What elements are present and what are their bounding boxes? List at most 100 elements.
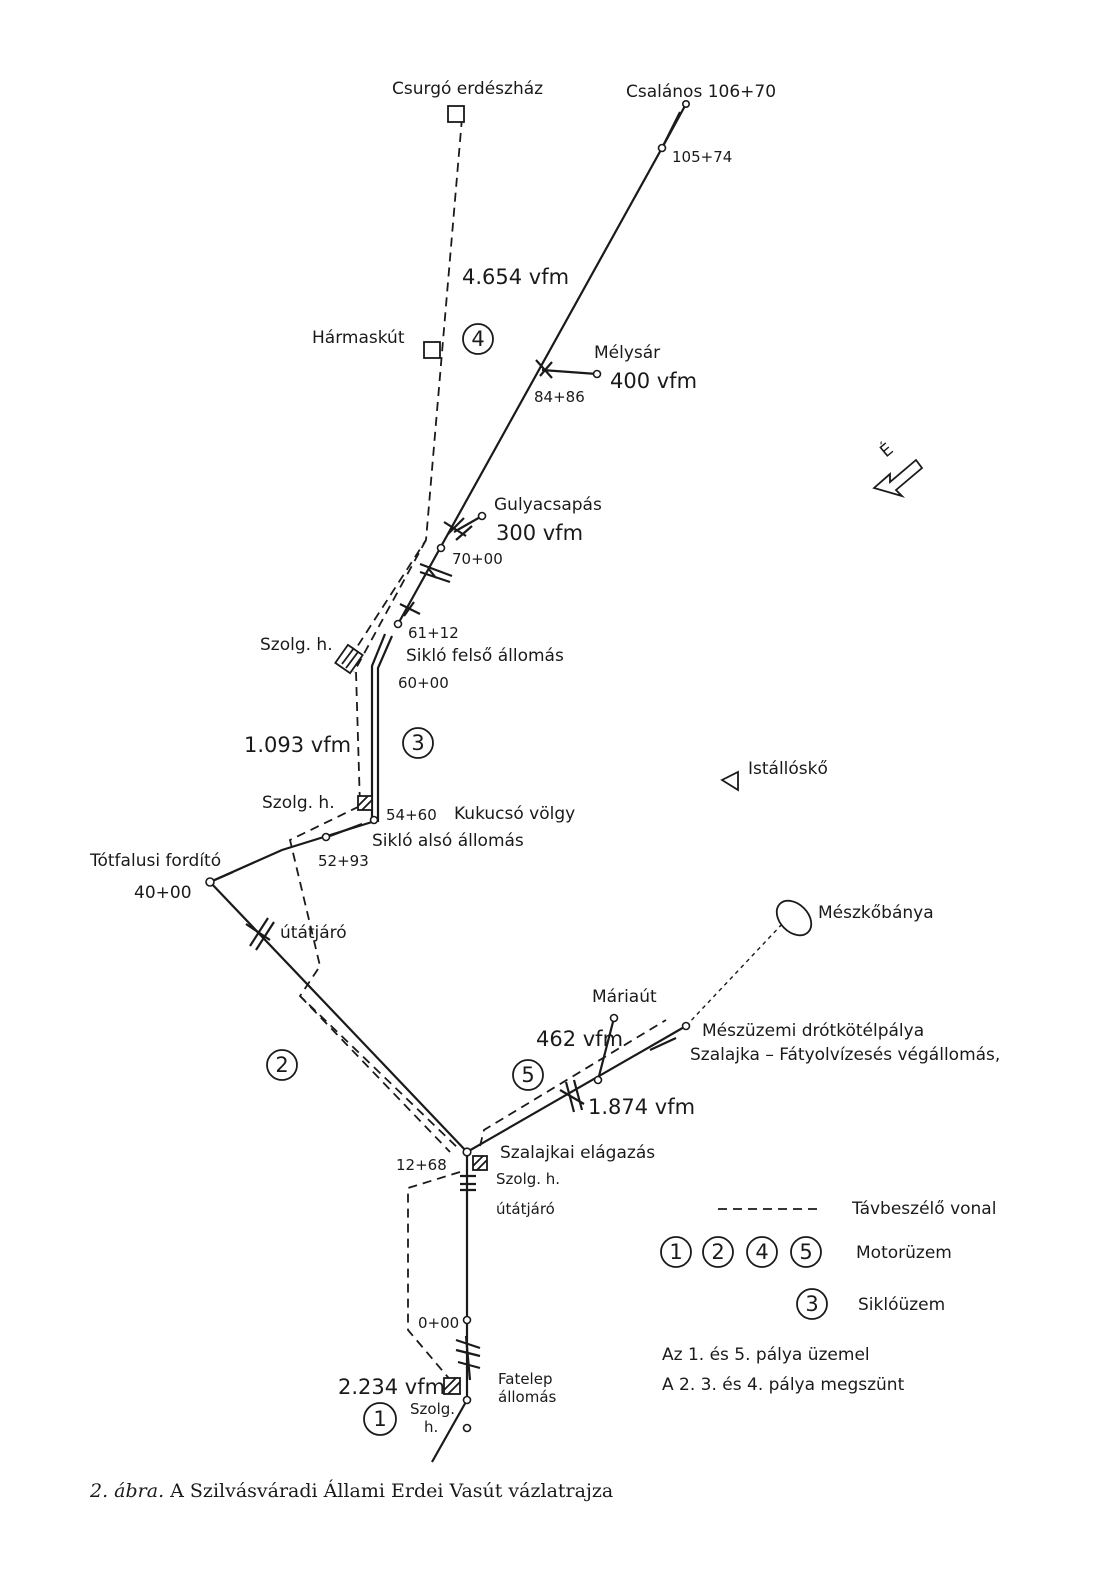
crossings [245,359,585,1381]
label-utatjaro-2: útátjáró [496,1200,555,1218]
legend-motor-4: 4 [755,1240,768,1264]
legend-note-2: A 2. 3. és 4. pálya megszünt [662,1375,905,1395]
node-1268 [462,1147,472,1157]
label-harmaskut: Hármaskút [312,328,405,348]
telephone-line-incline [288,671,461,1151]
crossing-mark [399,601,421,617]
label-gulyacsapas: Gulyacsapás [494,495,602,515]
node-4000 [205,877,215,887]
label-szolg-low: Szolg. [410,1400,455,1418]
telephone-line-track2-parallel [299,995,451,1153]
buildings [334,105,813,1395]
node-7000 [436,543,446,553]
legend-incline-circle [796,1288,828,1320]
track-number-2-text: 2 [275,1053,288,1077]
label-km-1268: 12+68 [396,1156,447,1174]
node-5460 [369,815,379,825]
harmaskut-building-icon [423,341,441,359]
service-house-icon [334,643,364,675]
node-598 [593,1075,603,1085]
label-km-10574: 105+74 [672,148,732,166]
label-totfalusi: Tótfalusi fordító [89,851,221,871]
track-number-4-text: 4 [471,327,484,351]
csalanos-spur [661,111,681,149]
label-melysar: Mélysár [594,343,660,363]
node-mariaut [609,1013,619,1023]
mariaut-branch [596,1017,616,1081]
ropeway-line [685,921,785,1027]
label-km-000: 0+00 [418,1314,459,1332]
caption-figure-number: 2. ábra. [90,1480,165,1502]
legend-motor-1: 1 [669,1240,682,1264]
label-km-8486: 84+86 [534,388,585,406]
track-number-1: 1 [363,1402,397,1436]
track-2-line [209,881,468,1153]
label-szalajka-fatyol: Szalajka – Fátyolvízesés végállomás, [690,1045,1000,1065]
track-number-4: 4 [462,323,494,355]
track-number-2: 2 [266,1049,298,1081]
service-house-icon [357,795,373,811]
figure-caption: 2. ábra. A Szilvásváradi Állami Erdei Va… [90,1480,613,1502]
track-number-5-text: 5 [521,1063,534,1087]
node-lower [462,1423,472,1433]
label-szolgh-szalajka: Szolg. h. [496,1170,560,1188]
map-labels: Csurgó erdészház Csalános 106+70 105+74 … [89,79,1000,1436]
crossing-mark [455,1335,481,1381]
gulyacsapas-branch [453,515,483,533]
label-km-6112: 61+12 [408,624,459,642]
telephone-line-track1 [407,1171,461,1383]
label-mariaut-volume: 462 vfm [536,1027,623,1051]
node-melysar [592,369,602,379]
track-number-3-text: 3 [411,731,424,755]
label-track5-volume: 1.874 vfm [588,1095,695,1119]
track-3-incline-b [376,635,394,822]
station-nodes [205,100,691,1433]
label-km-5460: 54+60 [386,806,437,824]
label-csalanos: Csalános 106+70 [626,82,776,102]
label-meszuzemi: Mészüzemi drótkötélpálya [702,1021,924,1041]
track-3-incline-a [370,633,387,822]
melysar-branch [541,368,598,376]
legend-motor-2: 2 [711,1240,724,1264]
legend-incline-number: 3 [805,1292,818,1316]
legend-incline-label: Siklóüzem [858,1295,945,1315]
node-csalanos [681,100,690,109]
label-utatjaro-1: útátjáró [280,923,347,943]
crossing-mark [460,1174,476,1192]
railway-lines [209,103,687,1463]
label-allomas: állomás [498,1388,557,1406]
csurgo-building-icon [447,105,465,123]
label-track4-volume: 4.654 vfm [462,265,569,289]
legend: Távbeszélő vonal 1 2 4 5 Motorüzem 3 Sik… [660,1199,996,1395]
label-szolgh-upper: Szolg. h. [260,635,333,655]
crossing-mark [559,1079,585,1113]
crossing-mark [443,517,473,541]
label-km-6000: 60+00 [398,674,449,692]
szalajka-end-spur [649,1037,677,1051]
legend-telephone-label: Távbeszélő vonal [851,1199,996,1219]
label-siklo-felso: Sikló felső állomás [406,646,564,666]
node-szalajka [681,1021,691,1031]
label-kukucso: Kukucsó völgy [454,804,575,824]
label-north: É [875,438,897,462]
label-km-7000: 70+00 [452,550,503,568]
track-number-3: 3 [402,727,434,759]
service-house-icon [472,1155,488,1171]
label-meszkobanya: Mészkőbánya [818,903,934,923]
node-6112 [393,619,403,629]
peak-triangle-icon [720,770,739,792]
label-km-4000: 40+00 [134,883,192,903]
quarry-icon [775,899,813,937]
label-gulyacsapas-volume: 300 vfm [496,521,583,545]
label-track3-volume: 1.093 vfm [244,733,351,757]
label-istalloskő: Istállóskő [748,759,828,779]
crossing-mark [245,917,275,951]
siklo-also-stub [329,822,363,838]
label-track1-volume: 2.234 vfm [338,1375,445,1399]
crossing-mark [419,562,453,584]
label-mariaut: Máriaút [592,987,657,1007]
track-number-1-text: 1 [373,1407,386,1431]
legend-note-1: Az 1. és 5. pálya üzemel [662,1345,870,1365]
node-gulyacsapas [477,511,487,521]
service-house-icon [443,1377,461,1395]
